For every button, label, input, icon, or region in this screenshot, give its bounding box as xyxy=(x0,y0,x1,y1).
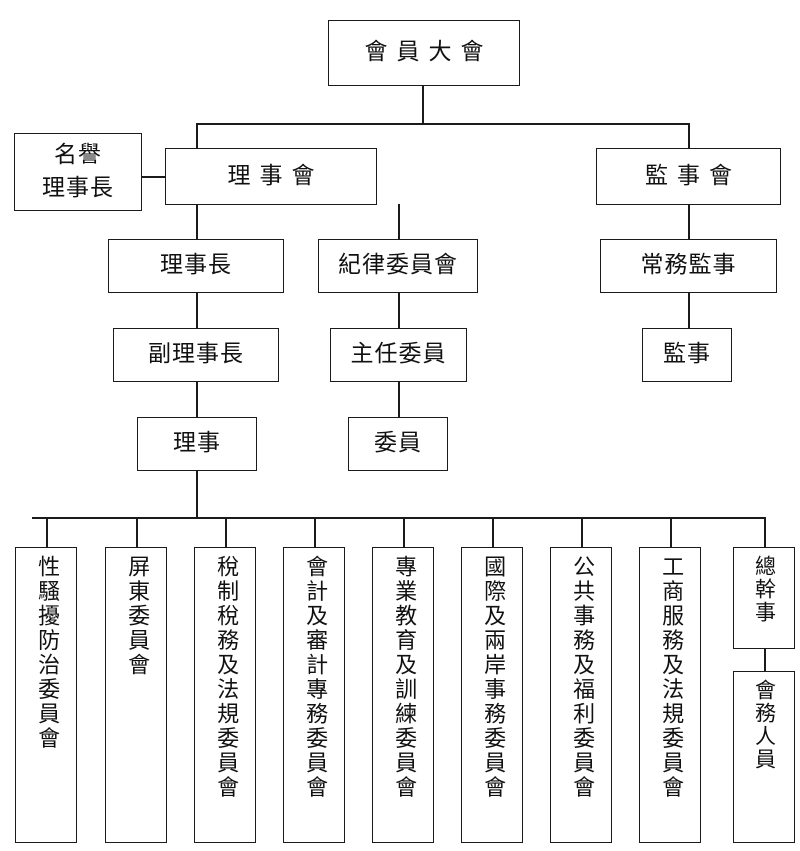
edge-discipline-to-chair xyxy=(398,292,400,329)
node-committee-3-label: 稅制稅務及法規委員會 xyxy=(213,555,239,800)
node-committee-7-label: 公共事務及福利委員會 xyxy=(569,555,595,800)
node-vice-chairman-label: 副理事長 xyxy=(148,341,244,368)
node-committee-1[interactable]: 性騷擾防治委員會 xyxy=(15,547,77,843)
edge-secretary-to-staff xyxy=(764,648,766,672)
node-secretary-general[interactable]: 總幹事 xyxy=(733,547,795,649)
edge-drop-committee-1 xyxy=(46,517,48,548)
node-committee-chair[interactable]: 主任委員 xyxy=(330,328,467,382)
node-board-of-directors-label: 理事會 xyxy=(227,162,324,189)
node-committee-3[interactable]: 稅制稅務及法規委員會 xyxy=(194,547,256,843)
edge-drop-committee-3 xyxy=(225,517,227,548)
node-general-assembly[interactable]: 會員大會 xyxy=(328,20,520,86)
node-committee-5-label: 專業教育及訓練委員會 xyxy=(391,555,417,800)
node-chairman-label: 理事長 xyxy=(160,252,232,279)
edge-vice-to-director xyxy=(196,381,198,418)
edge-drop-committee-5 xyxy=(403,517,405,548)
edge-to-supervisors xyxy=(688,123,690,149)
node-committee-7[interactable]: 公共事務及福利委員會 xyxy=(550,547,612,843)
edge-director-stem xyxy=(196,470,198,518)
node-honorary-chairman-label: 名譽 理事長 xyxy=(42,142,114,201)
node-standing-supervisor[interactable]: 常務監事 xyxy=(600,239,777,293)
edge-chairman-to-vice xyxy=(196,292,198,329)
node-director[interactable]: 理事 xyxy=(137,417,257,471)
node-supervisor-label: 監事 xyxy=(663,341,711,368)
edge-assembly-stem xyxy=(422,85,424,124)
node-standing-supervisor-label: 常務監事 xyxy=(640,252,737,279)
node-committee-4[interactable]: 會計及審計專務委員會 xyxy=(283,547,345,843)
node-supervisor[interactable]: 監事 xyxy=(642,328,732,382)
node-committee-member-label: 委員 xyxy=(374,430,422,457)
edge-standing-to-supervisor xyxy=(688,293,690,329)
node-discipline-committee-label: 紀律委員會 xyxy=(338,252,458,279)
node-administrative-staff[interactable]: 會務人員 xyxy=(733,671,795,843)
node-secretary-general-label: 總幹事 xyxy=(752,555,777,624)
node-committee-5[interactable]: 專業教育及訓練委員會 xyxy=(372,547,434,843)
edge-drop-committee-8 xyxy=(670,517,672,548)
edge-supervisors-to-standing xyxy=(688,204,690,240)
edge-board-to-chairman xyxy=(196,204,198,240)
edge-drop-committee-6 xyxy=(492,517,494,548)
node-board-of-directors[interactable]: 理事會 xyxy=(165,148,377,205)
node-administrative-staff-label: 會務人員 xyxy=(752,679,777,771)
node-director-label: 理事 xyxy=(173,430,221,457)
edge-row2-bus xyxy=(196,123,689,125)
node-board-of-supervisors[interactable]: 監事會 xyxy=(596,148,781,205)
node-chairman[interactable]: 理事長 xyxy=(108,239,284,293)
edge-drop-committee-4 xyxy=(314,517,316,548)
edge-drop-committee-2 xyxy=(136,517,138,548)
node-committee-8-label: 工商服務及法規委員會 xyxy=(658,555,684,800)
node-committee-8[interactable]: 工商服務及法規委員會 xyxy=(639,547,701,843)
edge-board-to-discipline xyxy=(398,204,400,240)
node-board-of-supervisors-label: 監事會 xyxy=(645,162,741,189)
node-committee-4-label: 會計及審計專務委員會 xyxy=(302,555,328,800)
node-honorary-chairman[interactable]: 名譽 理事長 xyxy=(14,133,142,211)
node-discipline-committee[interactable]: 紀律委員會 xyxy=(318,239,478,293)
edge-honorary-to-board xyxy=(141,176,167,178)
edge-committee-bus xyxy=(32,517,765,519)
node-committee-2-label: 屏東委員會 xyxy=(124,555,150,678)
edge-to-board xyxy=(196,123,198,149)
node-vice-chairman[interactable]: 副理事長 xyxy=(113,328,279,382)
node-committee-member[interactable]: 委員 xyxy=(348,417,448,471)
edge-drop-committee-7 xyxy=(581,517,583,548)
node-committee-6-label: 國際及兩岸事務委員會 xyxy=(480,555,506,800)
node-general-assembly-label: 會員大會 xyxy=(364,39,493,66)
node-committee-6[interactable]: 國際及兩岸事務委員會 xyxy=(461,547,523,843)
edge-chair-to-member xyxy=(398,381,400,418)
edge-drop-secretary-general xyxy=(764,517,766,548)
node-committee-2[interactable]: 屏東委員會 xyxy=(105,547,167,843)
node-committee-1-label: 性騷擾防治委員會 xyxy=(34,555,60,751)
node-committee-chair-label: 主任委員 xyxy=(350,341,447,368)
